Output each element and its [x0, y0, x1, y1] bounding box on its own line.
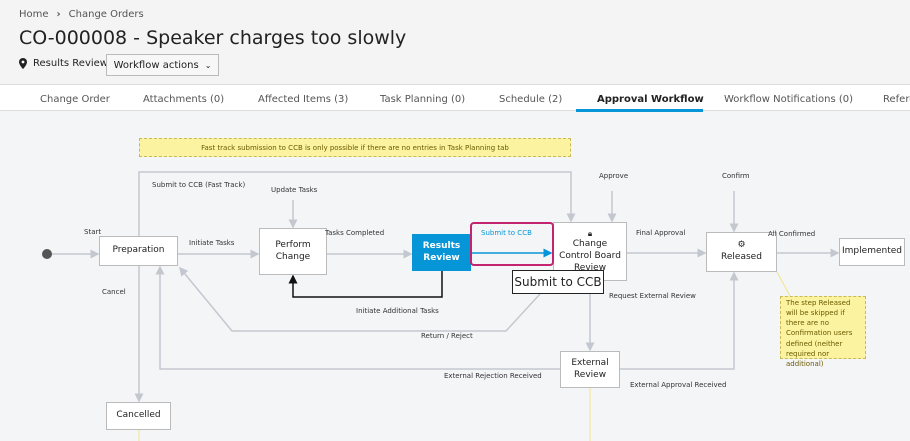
label-initiate-tasks[interactable]: Initiate Tasks	[189, 239, 235, 247]
current-state-label: Results Review	[33, 58, 108, 69]
tab-change-order[interactable]: Change Order	[40, 94, 110, 105]
label-cancel[interactable]: Cancel	[102, 288, 126, 296]
breadcrumb-change-orders[interactable]: Change Orders	[68, 9, 144, 20]
label-submit-ccb[interactable]: Submit to CCB	[481, 229, 532, 237]
lock-icon: 🔒︎	[587, 228, 593, 238]
fast-track-note: Fast track submission to CCB is only pos…	[139, 138, 571, 157]
label-all-confirmed[interactable]: All Confirmed	[768, 230, 816, 238]
hover-highlight	[470, 222, 554, 266]
tooltip: Submit to CCB	[512, 270, 604, 294]
tab-bar: Change Order Attachments (0) Affected It…	[0, 84, 910, 112]
breadcrumb: Home › Change Orders	[19, 9, 144, 20]
current-state: Results Review	[19, 58, 108, 69]
tab-references[interactable]: Refere	[883, 94, 910, 105]
label-final-approval[interactable]: Final Approval	[636, 229, 686, 237]
start-node	[42, 249, 52, 259]
label-tasks-completed[interactable]: Tasks Completed	[325, 229, 385, 237]
label-return-reject[interactable]: Return / Reject	[421, 332, 473, 340]
label-fast-track[interactable]: Submit to CCB (Fast Track)	[152, 181, 246, 189]
page-title: CO-000008 - Speaker charges too slowly	[19, 27, 407, 49]
workflow-connectors	[42, 171, 840, 441]
node-external-review[interactable]: External Review	[560, 351, 620, 388]
label-update-tasks[interactable]: Update Tasks	[271, 186, 318, 194]
note-connector	[776, 271, 791, 297]
label-approve[interactable]: Approve	[599, 172, 629, 180]
edge-initiate-additional	[288, 271, 443, 298]
map-pin-icon	[19, 58, 27, 69]
label-request-external[interactable]: Request External Review	[609, 292, 696, 300]
label-confirm[interactable]: Confirm	[722, 172, 750, 180]
node-released-label: Released	[721, 252, 762, 262]
node-perform-change[interactable]: Perform Change	[259, 228, 327, 275]
label-external-rejection[interactable]: External Rejection Received	[444, 372, 542, 380]
breadcrumb-home[interactable]: Home	[19, 9, 49, 20]
chevron-right-icon: ›	[56, 9, 61, 20]
edge-return-reject	[179, 266, 541, 332]
workflow-diagram: Fast track submission to CCB is only pos…	[0, 112, 910, 441]
released-note: The step Released will be skipped if the…	[780, 296, 866, 368]
node-cancelled[interactable]: Cancelled	[106, 402, 171, 430]
chevron-down-icon: ⌄	[204, 60, 212, 70]
label-initiate-additional[interactable]: Initiate Additional Tasks	[356, 307, 439, 315]
label-external-approval[interactable]: External Approval Received	[630, 381, 727, 389]
tab-schedule[interactable]: Schedule (2)	[499, 94, 563, 105]
node-implemented[interactable]: Implemented	[839, 238, 905, 266]
workflow-actions-button[interactable]: Workflow actions ⌄	[106, 54, 219, 76]
tab-task-planning[interactable]: Task Planning (0)	[380, 94, 466, 105]
node-preparation[interactable]: Preparation	[99, 236, 178, 266]
workflow-actions-label: Workflow actions	[113, 59, 199, 71]
tab-workflow-notifications[interactable]: Workflow Notifications (0)	[724, 94, 854, 105]
edge-fast-track	[138, 171, 576, 236]
edge-external-approval	[620, 271, 739, 370]
tab-attachments[interactable]: Attachments (0)	[143, 94, 225, 105]
tab-affected-items[interactable]: Affected Items (3)	[258, 94, 349, 105]
tab-approval-workflow[interactable]: Approval Workflow	[597, 94, 704, 105]
node-ccb-label: Change Control Board Review	[559, 239, 621, 273]
label-start: Start	[84, 228, 102, 236]
active-tab-indicator	[576, 109, 703, 112]
header: Home › Change Orders CO-000008 - Speaker c…	[0, 0, 910, 84]
edge-external-rejection	[155, 265, 560, 370]
node-results-review[interactable]: Results Review	[412, 234, 471, 271]
gear-icon: ⚙	[737, 240, 746, 251]
node-released[interactable]: ⚙ Released	[706, 232, 777, 272]
